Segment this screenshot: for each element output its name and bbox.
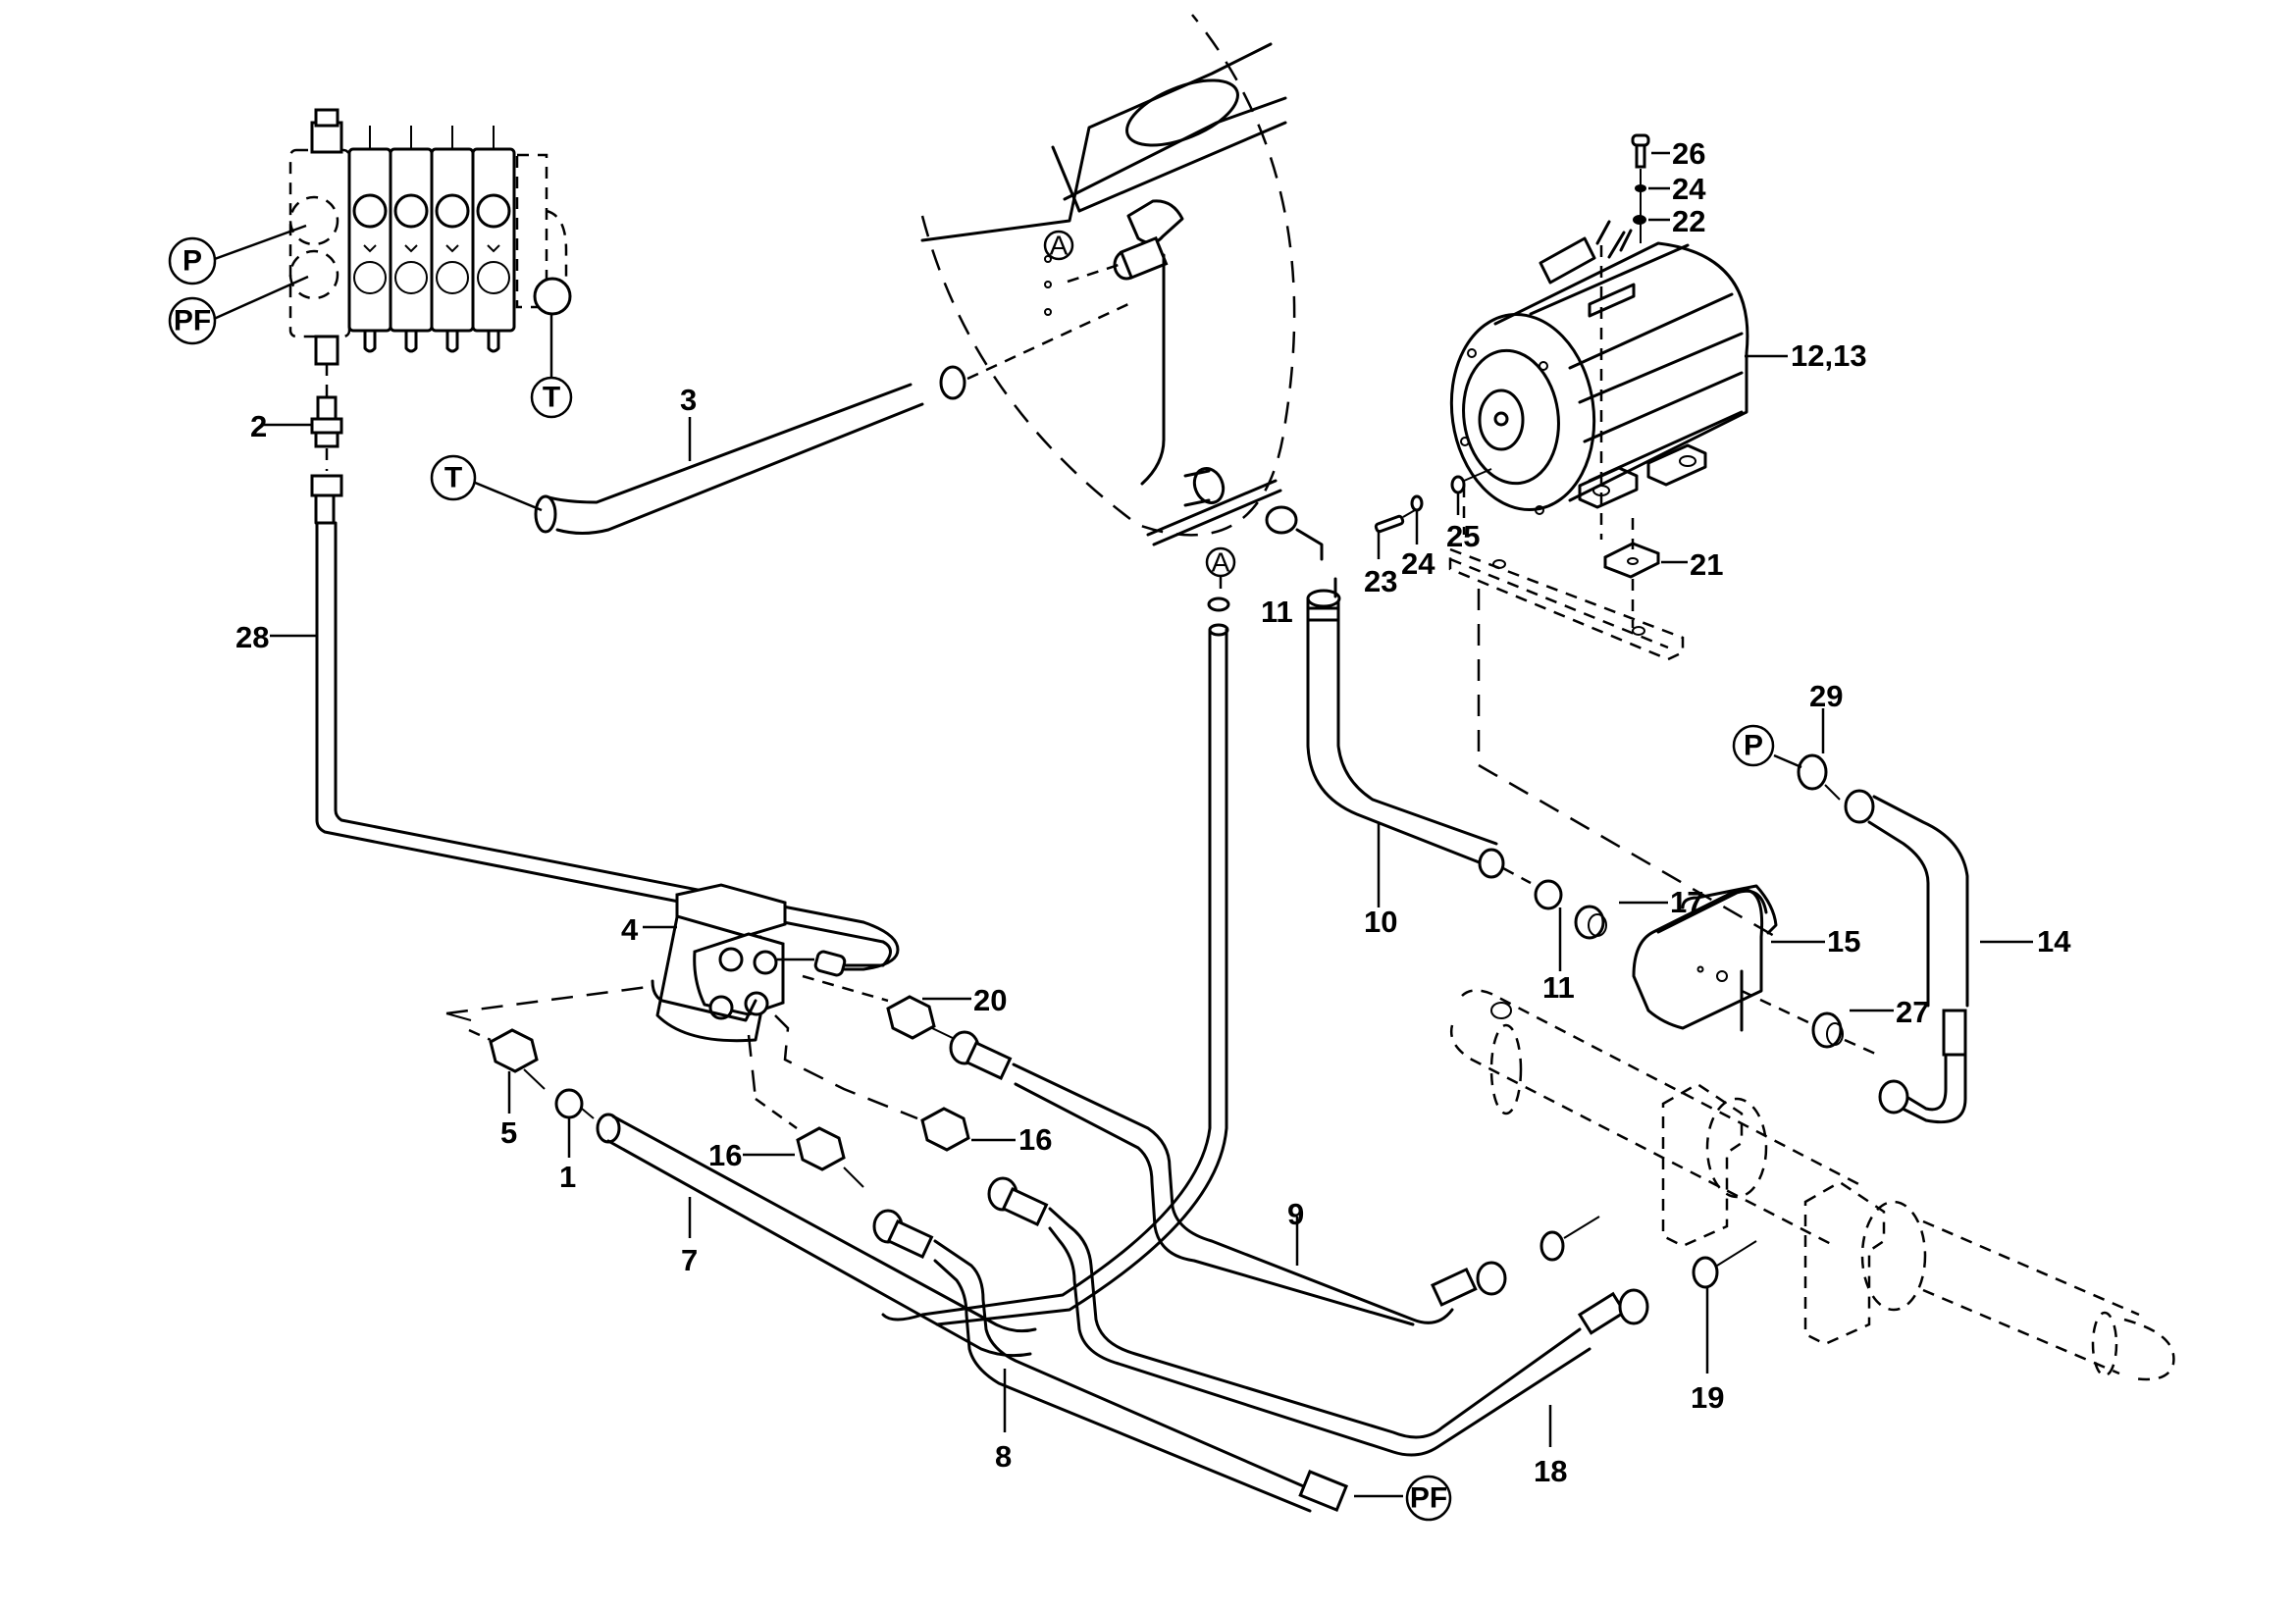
port-t-return: T xyxy=(430,454,477,501)
fitting-5 xyxy=(468,1028,546,1114)
fitting-16-right xyxy=(774,1014,1016,1152)
olive-1 xyxy=(554,1088,595,1158)
fitting-16-left xyxy=(743,1034,864,1188)
callout-28: 28 xyxy=(235,620,269,654)
port-a-tank: A xyxy=(1043,231,1074,261)
hose-clamp-11-bottom xyxy=(1502,866,1563,971)
callout-2: 2 xyxy=(250,409,267,443)
callout-7: 7 xyxy=(681,1243,698,1277)
port-pf-outlet: PF xyxy=(1405,1475,1452,1522)
valve-spool-sections xyxy=(347,126,516,353)
port-p-pump: P xyxy=(1732,724,1802,769)
callout-17: 17 xyxy=(1670,885,1703,919)
callout-24-top: 24 xyxy=(1672,172,1706,206)
port-p-valve: P xyxy=(168,224,307,285)
svg-text:T: T xyxy=(543,382,560,414)
hydraulic-pump-15 xyxy=(1632,884,1825,1032)
callout-16-right: 16 xyxy=(1018,1122,1052,1157)
fitting-20 xyxy=(802,974,971,1041)
callout-18: 18 xyxy=(1534,1454,1567,1488)
callout-9: 9 xyxy=(1287,1197,1304,1231)
return-pipe-3 xyxy=(450,302,1129,535)
callout-3: 3 xyxy=(680,383,697,417)
svg-text:P: P xyxy=(183,245,202,278)
callout-22: 22 xyxy=(1672,204,1705,238)
bolt-stack-top xyxy=(1631,133,1670,243)
callout-29: 29 xyxy=(1809,679,1843,713)
callout-12-13: 12,13 xyxy=(1791,338,1867,373)
hose-clamp-11-top xyxy=(1265,505,1324,561)
svg-text:T: T xyxy=(444,462,462,494)
callout-8: 8 xyxy=(995,1439,1012,1474)
callout-11-bottom: 11 xyxy=(1542,970,1575,1005)
pipe-28 xyxy=(310,474,900,977)
callout-26: 26 xyxy=(1672,136,1705,171)
callout-1: 1 xyxy=(559,1160,576,1194)
callout-16-left: 16 xyxy=(708,1138,742,1172)
callout-15: 15 xyxy=(1827,924,1860,959)
callout-21: 21 xyxy=(1690,547,1723,582)
port-pf-valve: PF xyxy=(168,275,309,345)
bolt-stack-side xyxy=(1374,468,1492,559)
steering-unit-4 xyxy=(445,883,787,1043)
pipe-7 xyxy=(596,1113,1037,1358)
callout-labels: 1 2 3 4 5 7 8 9 10 11 11 12,13 14 15 16 … xyxy=(235,136,2071,1488)
svg-text:P: P xyxy=(1744,730,1763,762)
callout-27: 27 xyxy=(1896,995,1929,1029)
svg-text:PF: PF xyxy=(174,305,211,337)
callout-14: 14 xyxy=(2037,924,2071,959)
callout-20: 20 xyxy=(973,983,1007,1017)
svg-text:A: A xyxy=(1050,231,1069,261)
adapter-fitting-2 xyxy=(310,364,343,471)
callout-19: 19 xyxy=(1691,1380,1724,1415)
callout-10: 10 xyxy=(1364,905,1397,939)
callout-24-side: 24 xyxy=(1401,546,1435,581)
hose-10 xyxy=(1306,577,1505,907)
hose-18 xyxy=(987,1176,1757,1457)
port-t-valve: T xyxy=(530,314,573,419)
steering-cylinder xyxy=(1449,989,2175,1381)
callout-5: 5 xyxy=(500,1115,517,1150)
electric-motor xyxy=(1449,220,1749,540)
port-a-pipe: A xyxy=(1205,547,1236,595)
motor-pad-21 xyxy=(1603,518,1688,628)
fitting-17 xyxy=(1574,901,1668,940)
tank-detail-view xyxy=(920,14,1296,546)
svg-text:PF: PF xyxy=(1410,1482,1447,1515)
callout-4: 4 xyxy=(621,912,639,947)
callout-23: 23 xyxy=(1364,564,1397,598)
svg-text:A: A xyxy=(1212,547,1230,578)
pressure-hose-14 xyxy=(1797,753,2033,1124)
hose-8 xyxy=(872,1209,1403,1513)
fitting-27 xyxy=(1741,989,1894,1059)
control-valve xyxy=(288,108,572,366)
callout-11-top: 11 xyxy=(1261,595,1293,629)
callout-25: 25 xyxy=(1446,519,1480,553)
motor-bracket xyxy=(1448,547,1777,939)
hose-9 xyxy=(949,1030,1600,1326)
